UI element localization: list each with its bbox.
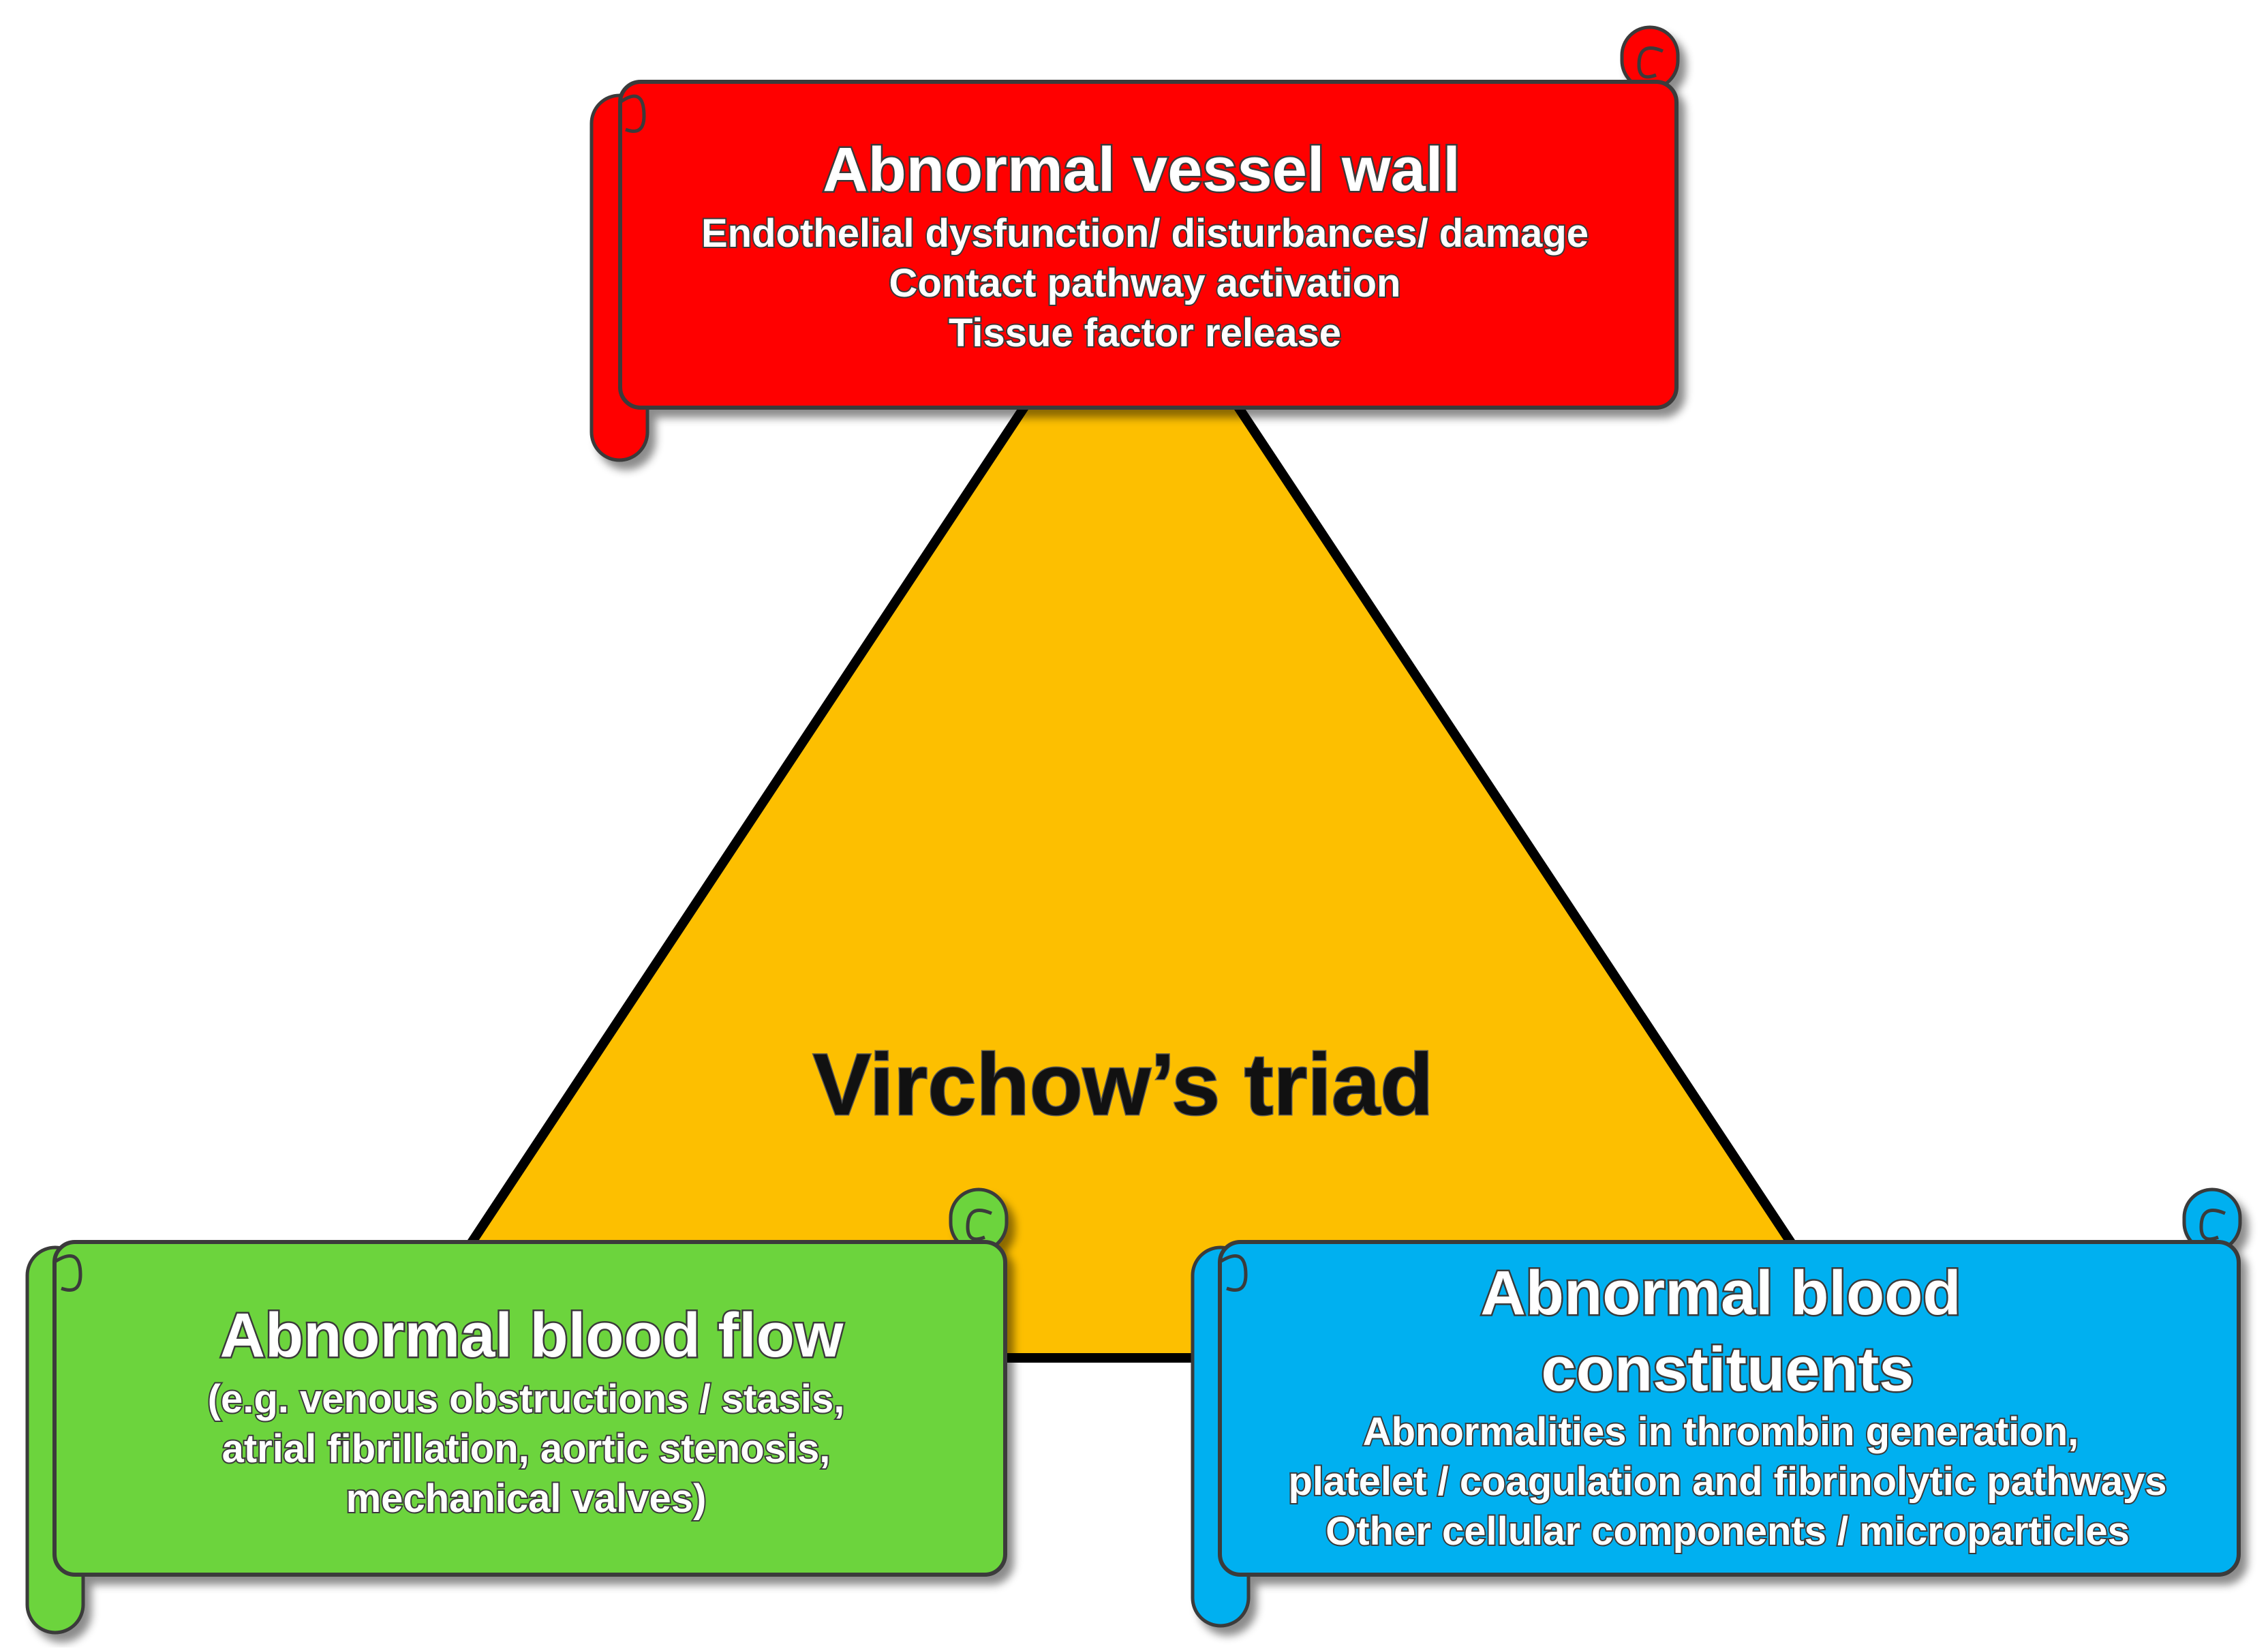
vessel-wall-curl-right: [1637, 46, 1664, 79]
blood-flow-line: (e.g. venous obstructions / stasis,: [208, 1377, 845, 1421]
blood-flow-curl-left: [55, 1254, 82, 1292]
vessel-wall-curl-left: [619, 94, 646, 133]
blood-flow-body: [52, 1240, 1007, 1577]
triad-triangle: [386, 237, 1877, 1363]
blood-flow-line: atrial fibrillation, aortic stenosis,: [222, 1427, 831, 1471]
vessel-wall-title: Abnormal vessel wall: [823, 135, 1460, 205]
blood-constituents-banner: [1191, 1187, 2242, 1628]
blood-constituents-title: Abnormal blood: [1480, 1258, 1961, 1328]
blood-flow-line: mechanical valves): [346, 1476, 707, 1521]
blood-constituents-line: platelet / coagulation and fibrinolytic …: [1288, 1459, 2166, 1504]
vessel-wall-line: Tissue factor release: [949, 311, 1341, 355]
vessel-wall-right-roll: [1620, 25, 1680, 91]
blood-flow-curl-right: [966, 1209, 992, 1241]
vessel-wall-line: Contact pathway activation: [889, 261, 1401, 305]
triad-center-label: Virchow’s triad: [813, 1036, 1434, 1134]
blood-constituents-line: Other cellular components / microparticl…: [1325, 1509, 2130, 1554]
vessel-wall-body: [618, 80, 1679, 410]
blood-constituents-title: constituents: [1542, 1335, 1914, 1404]
blood-flow-banner: [25, 1187, 1009, 1635]
blood-constituents-curl-right: [2199, 1209, 2226, 1241]
blood-flow-title: Abnormal blood flow: [220, 1301, 844, 1370]
blood-constituents-body: [1218, 1240, 2241, 1577]
blood-constituents-curl-left: [1220, 1254, 1248, 1292]
vessel-wall-line: Endothelial dysfunction/ disturbances/ d…: [701, 211, 1589, 256]
vessel-wall-banner: [589, 25, 1680, 462]
blood-constituents-line: Abnormalities in thrombin generation,: [1363, 1410, 2079, 1454]
